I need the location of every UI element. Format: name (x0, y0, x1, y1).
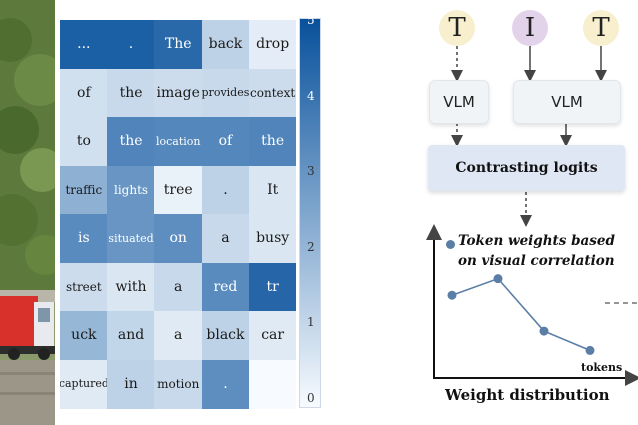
street-photo (0, 0, 55, 425)
heatmap-cell: uck (60, 311, 108, 360)
pipeline-diagram: T I T VLM VLM Contrasting logits Token w… (400, 0, 638, 425)
heatmap-cell: back (201, 20, 250, 69)
weight-point (539, 326, 549, 336)
contrasting-logits-box: Contrasting logits (428, 145, 625, 191)
input-image-token: I (512, 10, 548, 46)
heatmap-cell: traffic (60, 165, 108, 215)
heatmap-cell: drop (248, 20, 297, 69)
heatmap-cell: the (107, 117, 155, 166)
heatmap-cell (248, 359, 297, 409)
heatmap-cell: a (201, 214, 250, 263)
heatmap-colorbar (299, 18, 321, 408)
weight-series-line (451, 277, 591, 352)
heatmap-cell: situated (107, 214, 155, 263)
heatmap-cell: of (201, 117, 250, 166)
heatmap-cell: . (201, 165, 250, 215)
plot-title-line-1: Token weights based (458, 233, 615, 249)
colorbar-tick-label: 5 (307, 13, 315, 27)
heatmap-cell: ... (60, 20, 108, 69)
plot-title-marker (446, 240, 455, 249)
heatmap-cell: red (201, 262, 250, 312)
heatmap-cell: in (107, 359, 155, 409)
heatmap-cell: tr (248, 262, 297, 312)
vlm-right-box: VLM (513, 80, 621, 124)
x-axis-label: Weight distribution (445, 386, 610, 404)
heatmap-cell: the (107, 68, 155, 118)
colorbar-tick-label: 4 (307, 88, 315, 103)
heatmap-cell: captured (60, 359, 108, 409)
plot-title-line-2: on visual correlation (458, 253, 615, 269)
heatmap-cell: and (107, 311, 155, 360)
heatmap-cell: . (107, 20, 155, 69)
heatmap-cell: on (154, 214, 203, 263)
input-text-token-1: T (439, 10, 475, 46)
weight-point (447, 290, 457, 300)
heatmap-cell: street (60, 262, 108, 312)
heatmap-cell: to (60, 117, 108, 166)
heatmap-cell: location (154, 117, 203, 166)
colorbar-tick-label: 1 (307, 315, 315, 330)
colorbar-tick-label: 2 (307, 239, 315, 254)
colorbar-tick-label: 0 (307, 391, 315, 405)
heatmap-cell: black (201, 311, 250, 360)
heatmap-cell: busy (248, 214, 297, 263)
heatmap-cell: provides (201, 68, 250, 118)
heatmap-cell: context (248, 68, 297, 118)
weight-point (585, 345, 595, 355)
heatmap-cell: The (154, 20, 203, 69)
vlm-left-box: VLM (429, 80, 489, 124)
heatmap-cell: with (107, 262, 155, 312)
plot-title: Token weights based on visual correlatio… (458, 231, 615, 271)
heatmap-cell: is (60, 214, 108, 263)
x-axis-annotation: tokens (581, 361, 623, 374)
weight-point (493, 274, 503, 284)
heatmap-cell: motion (154, 359, 203, 409)
heatmap-cell: the (248, 117, 297, 166)
heatmap-cell: of (60, 68, 108, 118)
colorbar-tick-label: 3 (307, 164, 315, 179)
heatmap-cell: . (201, 359, 250, 409)
heatmap-cell: lights (107, 165, 155, 215)
heatmap-cell: car (248, 311, 297, 360)
heatmap-cell: a (154, 311, 203, 360)
heatmap-cell: a (154, 262, 203, 312)
heatmap-cell: image (154, 68, 203, 118)
heatmap-cell: tree (154, 165, 203, 215)
input-text-token-2: T (583, 10, 619, 46)
heatmap-cell: It (248, 165, 297, 215)
